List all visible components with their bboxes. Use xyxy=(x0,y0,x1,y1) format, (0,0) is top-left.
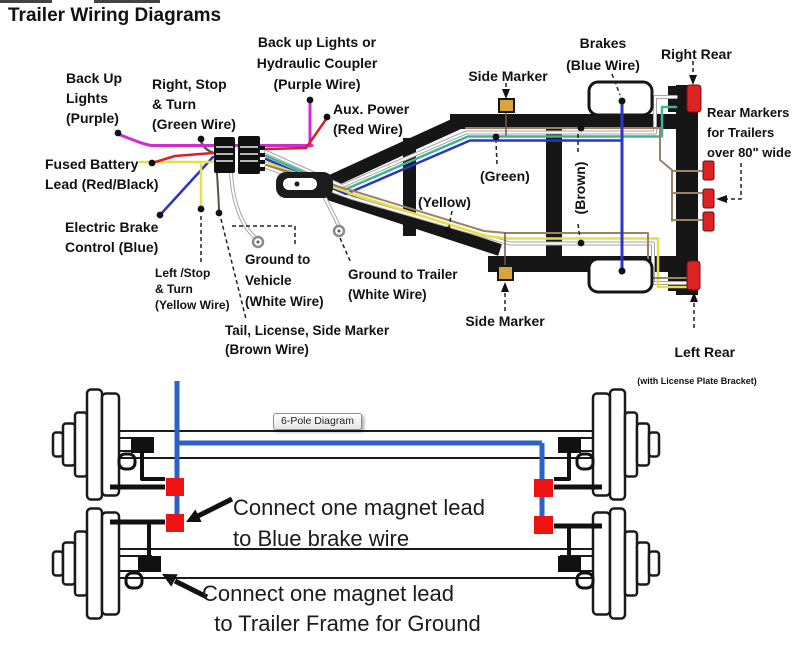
label-right-stop-turn: Right, Stop & Turn (Green Wire) xyxy=(152,76,236,132)
wheel-hubs xyxy=(51,388,661,620)
label-backup-hydraulic: Back up Lights or Hydraulic Coupler (Pur… xyxy=(256,34,378,92)
red-wire xyxy=(150,116,329,165)
label-aux-power: Aux. Power (Red Wire) xyxy=(333,101,410,137)
brake-magnets xyxy=(110,437,602,590)
note-magnet-ground: Connect one magnet lead to Trailer Frame… xyxy=(202,581,481,636)
connector-plug xyxy=(214,136,265,174)
label-brakes: Brakes (Blue Wire) xyxy=(566,35,640,73)
label-side-marker-top: Side Marker xyxy=(468,68,548,84)
brake-blue-vertical xyxy=(618,97,626,275)
components xyxy=(214,84,715,291)
rear-marker-lamps xyxy=(702,160,715,232)
right-rear-light xyxy=(686,84,702,113)
annotation-arrows xyxy=(162,496,234,600)
six-pole-diagram-tooltip: 6-Pole Diagram xyxy=(273,413,362,430)
top-edge-artifact xyxy=(0,0,160,3)
label-left-rear-title: Left Rear xyxy=(674,344,736,360)
tail-wire-stub xyxy=(216,172,220,212)
label-yellow-inline: (Yellow) xyxy=(418,194,471,210)
coupler xyxy=(276,172,333,198)
label-ground-vehicle: Ground to Vehicle (White Wire) xyxy=(245,252,324,309)
side-marker-lamp-top xyxy=(498,98,515,113)
ground-ring-terminals xyxy=(251,224,346,249)
label-electric-brake: Electric Brake Control (Blue) xyxy=(65,219,159,255)
label-brown-inline: (Brown) xyxy=(572,161,588,215)
label-ground-trailer: Ground to Trailer (White Wire) xyxy=(348,267,458,302)
label-green-inline: (Green) xyxy=(480,168,530,184)
label-tail-license: Tail, License, Side Marker (Brown Wire) xyxy=(225,323,390,357)
note-magnet-blue-wire: Connect one magnet lead to Blue brake wi… xyxy=(233,495,485,551)
purple-wire xyxy=(116,99,314,148)
callout-dots xyxy=(114,96,585,247)
label-right-rear: Right Rear xyxy=(661,46,732,62)
side-marker-lamp-bottom xyxy=(497,265,514,281)
label-rear-markers: Rear Markers for Trailers over 80" wide xyxy=(707,105,792,160)
axle-diagram xyxy=(51,381,661,620)
page-title: Trailer Wiring Diagrams xyxy=(8,5,222,26)
left-rear-light xyxy=(686,260,701,291)
label-left-stop-turn: Left /Stop & Turn (Yellow Wire) xyxy=(155,266,230,312)
leader-arrowheads xyxy=(501,75,727,302)
label-left-rear-note: (with License Plate Bracket) xyxy=(637,376,757,386)
label-left-rear: Left Rear (with License Plate Bracket) xyxy=(627,328,767,418)
label-backup-lights: Back Up Lights (Purple) xyxy=(66,70,123,126)
leader-lines xyxy=(200,61,742,328)
label-side-marker-bottom: Side Marker xyxy=(465,313,545,329)
label-fused-battery: Fused Battery Lead (Red/Black) xyxy=(45,156,159,192)
magnet-connection-squares xyxy=(166,478,553,534)
